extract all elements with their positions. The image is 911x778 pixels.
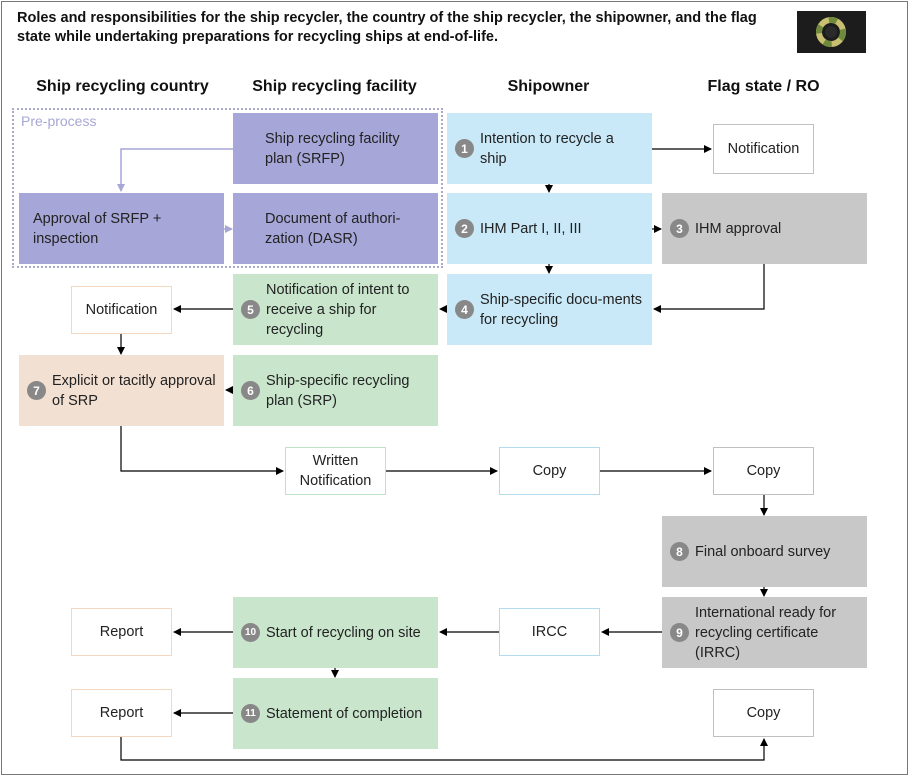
srp-text: Ship-specific recycling plan (SRP) (266, 372, 410, 409)
step-badge: 10 (241, 623, 260, 642)
copy-shipowner-box: Copy (499, 447, 600, 495)
notification-country-box: Notification (71, 286, 172, 334)
written-notification-box: Written Notification (285, 447, 386, 495)
figure-title: Roles and responsibilities for the ship … (17, 10, 757, 45)
column-header-recycling-facility: Ship recycling facility (252, 78, 417, 95)
dasr-box: Document of authori-zation (DASR) (233, 193, 438, 264)
ihm-approval-text: IHM approval (695, 220, 782, 237)
report-2-box: Report (71, 689, 172, 737)
notification-flag-text: Notification (727, 141, 800, 157)
copy-flag-text: Copy (746, 463, 781, 479)
start-recycling-box: 10 Start of recycling on site (233, 597, 438, 668)
statement-box: 11 Statement of completion (233, 678, 438, 749)
ihm-parts-text: IHM Part I, II, III (480, 220, 582, 237)
ship-docs-box: 4 Ship-specific docu-ments for recycling (447, 274, 652, 345)
step-badge: 3 (670, 219, 689, 238)
arrow-srfp-to-approval (117, 148, 233, 192)
arrow-approval-to-docs (653, 264, 765, 313)
step-badge: 8 (670, 542, 689, 561)
srfp-approval-box: Approval of SRFP + inspection (19, 193, 224, 264)
notification-flag-box: Notification (713, 124, 814, 174)
step-badge: 2 (455, 219, 474, 238)
recycling-ring-icon (816, 17, 846, 47)
arrow-approval-to-written (120, 426, 284, 475)
srp-box: 6 Ship-specific recycling plan (SRP) (233, 355, 438, 426)
column-header-flag-state: Flag state / RO (707, 78, 820, 95)
step-badge: 5 (241, 300, 260, 319)
intention-box: 1 Intention to recycle a ship (447, 113, 652, 184)
ircc-box: IRCC (499, 608, 600, 656)
srp-approval-box: 7 Explicit or tacitly approval of SRP (19, 355, 224, 426)
copy-final-text: Copy (746, 705, 781, 721)
notify-intent-box: 5 Notification of intent to receive a sh… (233, 274, 438, 345)
column-header-recycling-country: Ship recycling country (36, 78, 209, 95)
written-notification-text: Written Notification (299, 453, 372, 489)
step-badge: 11 (241, 704, 260, 723)
preprocess-region (12, 108, 443, 268)
column-header-shipowner: Shipowner (507, 78, 590, 95)
logo (797, 11, 866, 53)
final-survey-box: 8 Final onboard survey (662, 516, 867, 587)
step-badge: 6 (241, 381, 260, 400)
ircc-text: IRCC (531, 624, 568, 640)
copy-final-box: Copy (713, 689, 814, 737)
irrc-text: International ready for recycling certif… (695, 604, 837, 661)
report-2-text: Report (99, 705, 144, 721)
dasr-text: Document of authori-zation (DASR) (265, 210, 401, 247)
srfp-text: Ship recycling facility plan (SRFP) (265, 130, 400, 167)
step-badge: 7 (27, 381, 46, 400)
notify-intent-text: Notification of intent to receive a ship… (266, 281, 410, 338)
intention-text: Intention to recycle a ship (480, 130, 614, 167)
ship-docs-text: Ship-specific docu-ments for recycling (480, 291, 642, 328)
statement-text: Statement of completion (266, 705, 423, 722)
notification-country-text: Notification (85, 302, 158, 318)
ihm-approval-box: 3 IHM approval (662, 193, 867, 264)
srfp-box: Ship recycling facility plan (SRFP) (233, 113, 438, 184)
step-badge: 1 (455, 139, 474, 158)
copy-shipowner-text: Copy (532, 463, 567, 479)
step-badge: 4 (455, 300, 474, 319)
start-recycling-text: Start of recycling on site (266, 624, 421, 641)
report-1-box: Report (71, 608, 172, 656)
srp-approval-text: Explicit or tacitly approval of SRP (52, 372, 216, 409)
ihm-parts-box: 2 IHM Part I, II, III (447, 193, 652, 264)
srfp-approval-text: Approval of SRFP + inspection (33, 210, 162, 247)
preprocess-label: Pre-process (21, 113, 97, 129)
irrc-box: 9 International ready for recycling cert… (662, 597, 867, 668)
report-1-text: Report (99, 624, 144, 640)
step-badge: 9 (670, 623, 689, 642)
copy-flag-box: Copy (713, 447, 814, 495)
arrow-report-to-copy (120, 737, 768, 761)
final-survey-text: Final onboard survey (695, 543, 831, 560)
